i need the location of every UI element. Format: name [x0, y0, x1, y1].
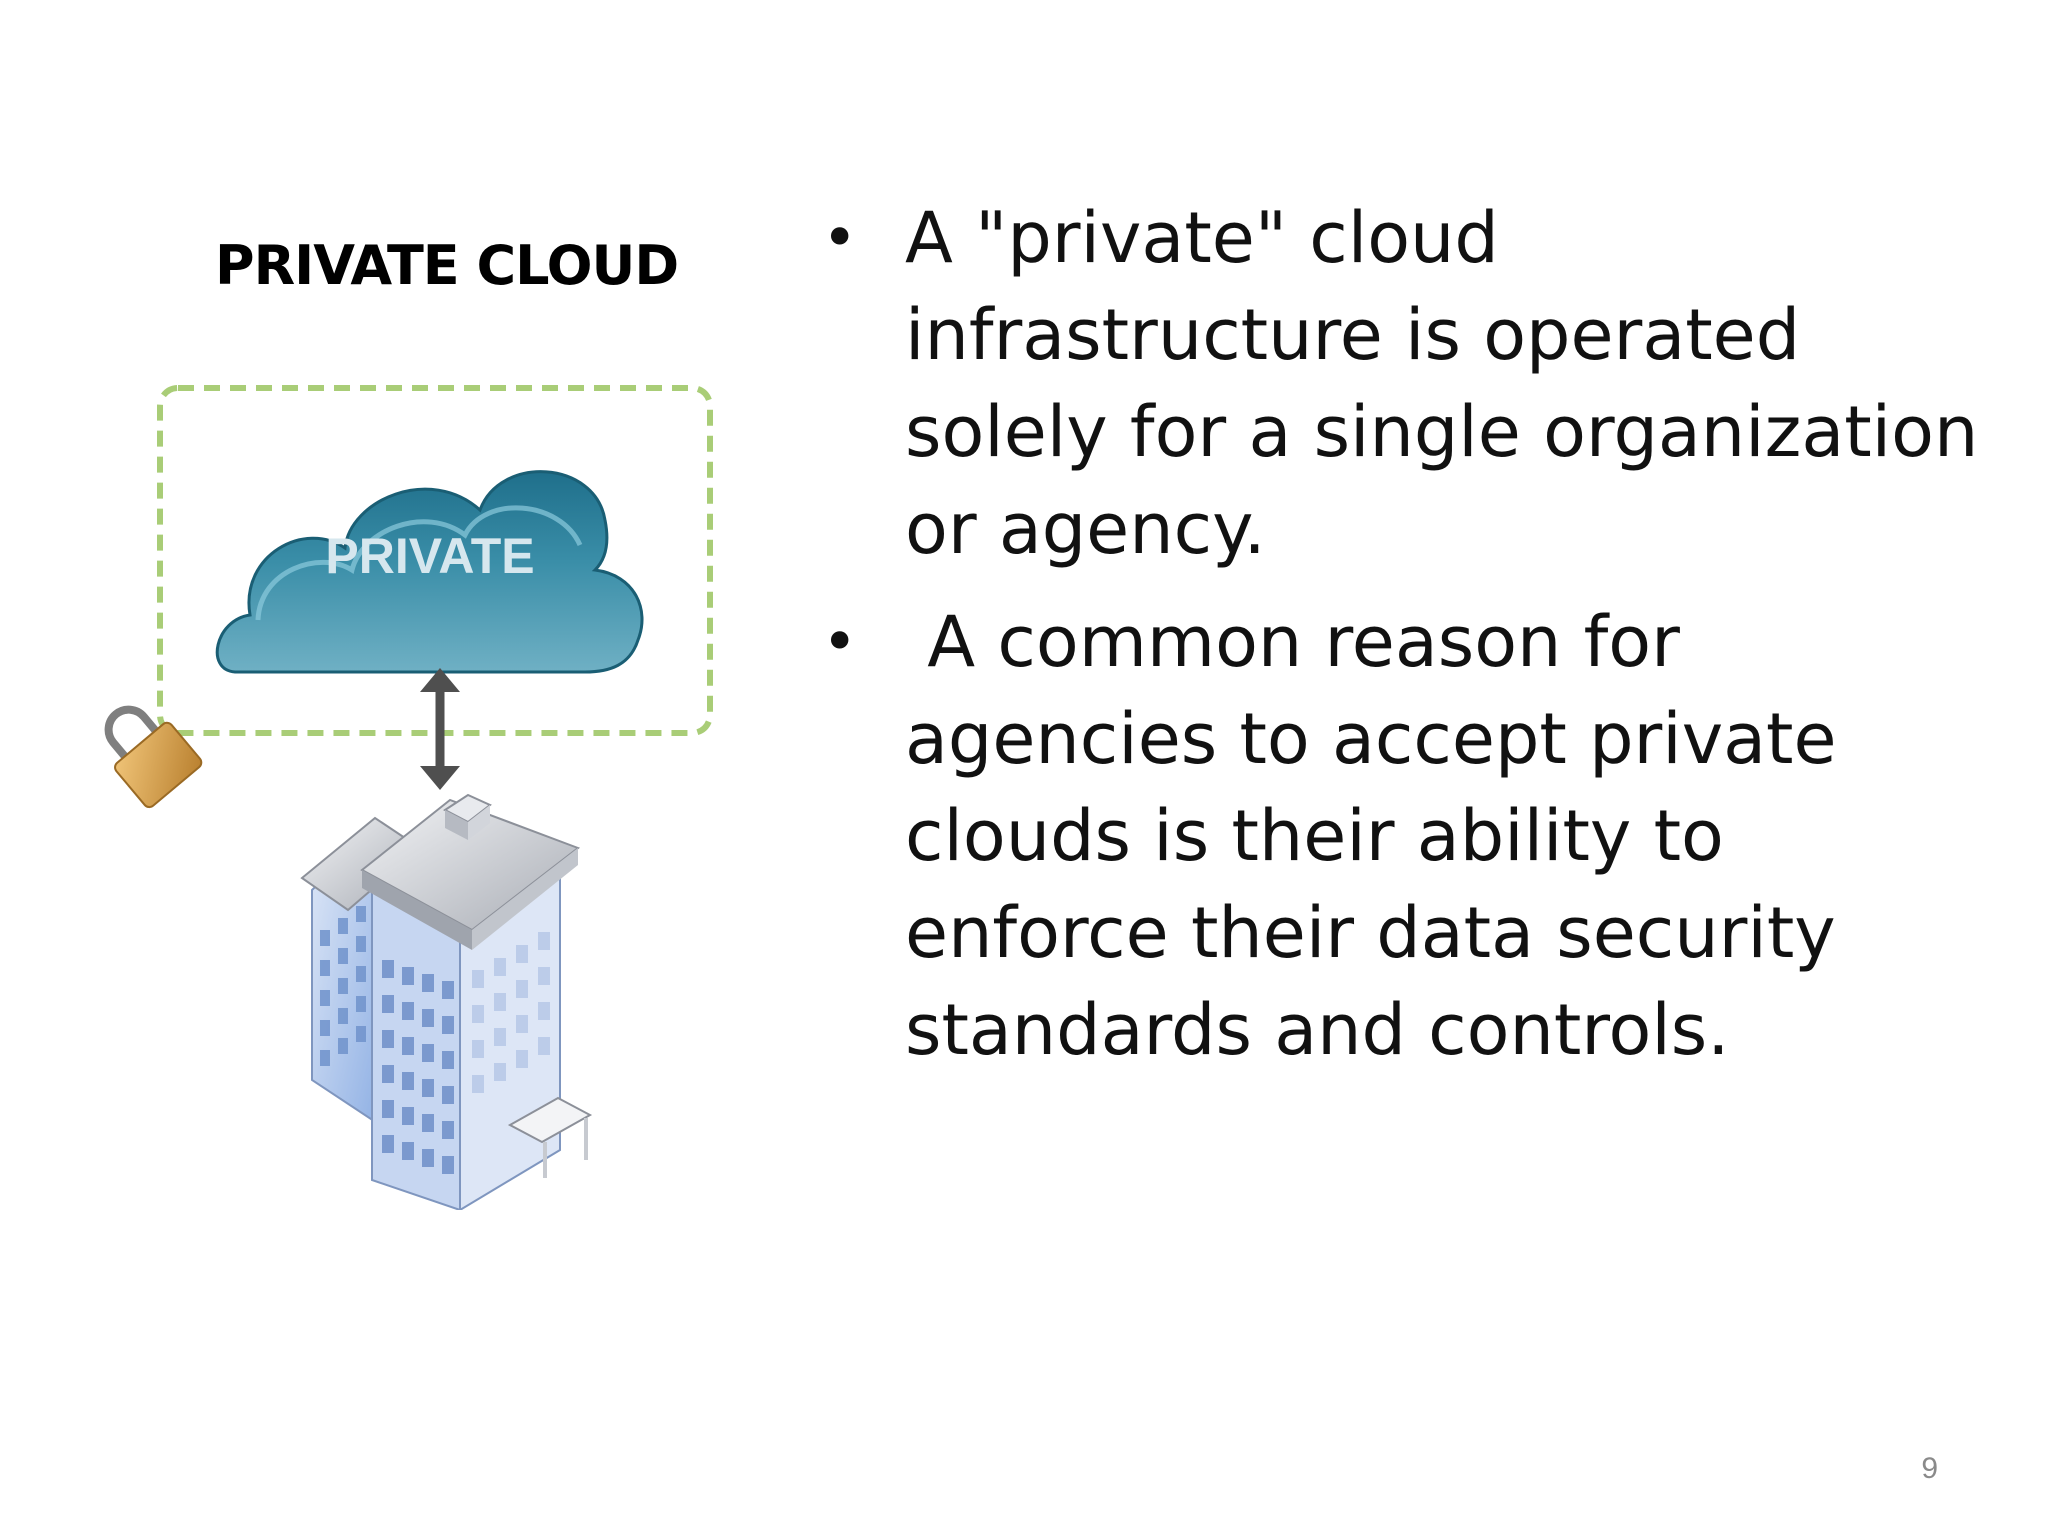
diagram-title: PRIVATE CLOUD [215, 234, 679, 297]
padlock-icon [104, 705, 203, 809]
bullet-text: A common reason for agencies to accept p… [905, 601, 1859, 1071]
office-building-icon [300, 793, 593, 1210]
cloud-label: PRIVATE [325, 528, 534, 584]
private-boundary [157, 385, 713, 736]
private-cloud-diagram: PRIVATE [90, 370, 750, 1210]
double-arrow-icon [420, 668, 460, 790]
cloud-icon: PRIVATE [215, 470, 644, 674]
private-cloud-illustration: PRIVATE [104, 385, 713, 1210]
bullet-item: • A "private" cloud infrastructure is op… [800, 190, 1980, 578]
bullet-dot: • [822, 203, 858, 273]
bullet-item: • A common reason for agencies to accept… [800, 594, 1980, 1079]
page-number: 9 [1921, 1452, 1938, 1485]
bullet-list: • A "private" cloud infrastructure is op… [800, 190, 1980, 1095]
bullet-text: A "private" cloud infrastructure is oper… [905, 197, 1979, 570]
bullet-dot: • [822, 607, 858, 677]
